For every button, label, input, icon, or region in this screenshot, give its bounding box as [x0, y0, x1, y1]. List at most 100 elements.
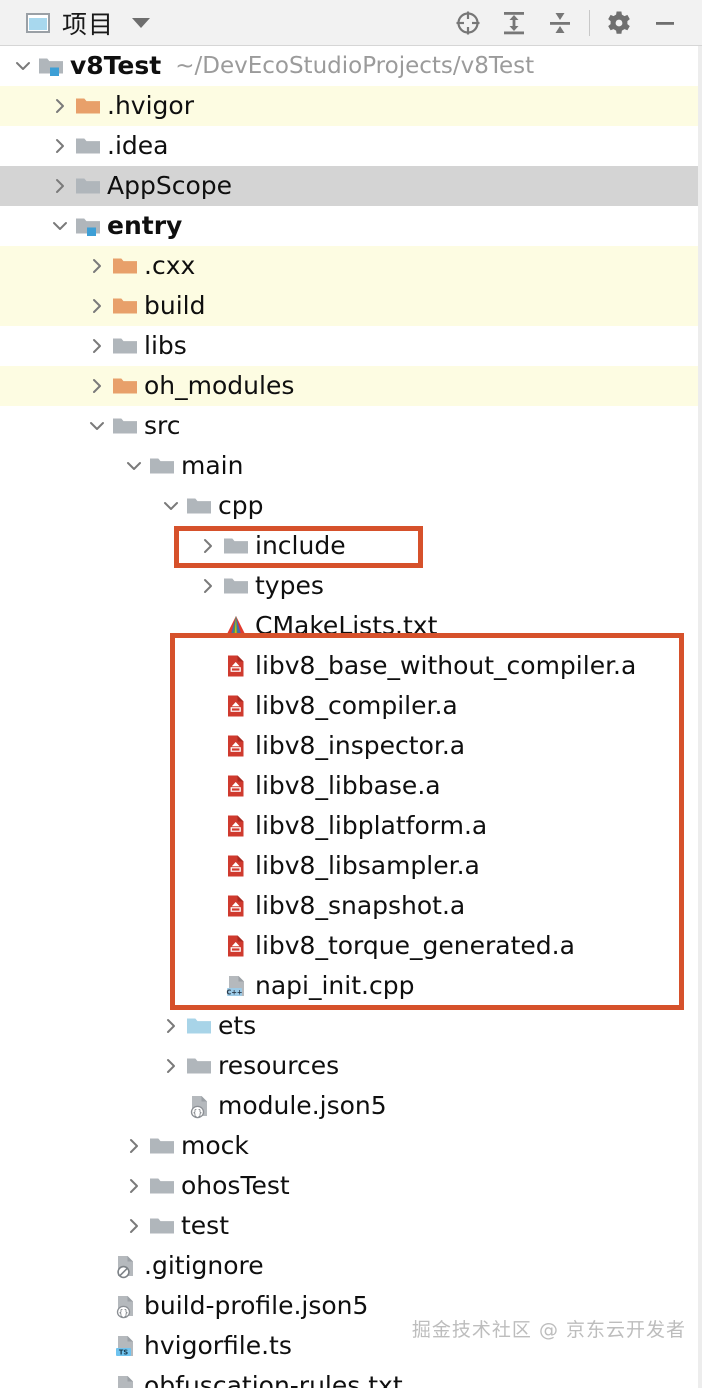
tree-row[interactable]: v8Test~/DevEcoStudioProjects/v8Test: [0, 46, 702, 86]
tree-row-label: AppScope: [107, 171, 232, 200]
tree-row[interactable]: cpp: [0, 486, 702, 526]
folder-gray-icon: [147, 452, 177, 480]
chevron-right-icon[interactable]: [84, 366, 110, 406]
tree-row[interactable]: .gitignore: [0, 1246, 702, 1286]
tree-row[interactable]: libv8_torque_generated.a: [0, 926, 702, 966]
tree-row[interactable]: obfuscation-rules.txt: [0, 1366, 702, 1388]
cmake-file-icon: [221, 612, 251, 640]
ts-file-icon: TS: [110, 1332, 140, 1360]
module-folder-icon: [73, 212, 103, 240]
tree-row-label: ets: [218, 1011, 257, 1040]
watermark-text: 掘金技术社区 @ 京东云开发者: [411, 1319, 686, 1341]
chevron-right-icon[interactable]: [121, 1166, 147, 1206]
select-opened-file-icon[interactable]: [445, 0, 491, 46]
chevron-right-icon[interactable]: [47, 86, 73, 126]
project-file-tree[interactable]: v8Test~/DevEcoStudioProjects/v8Test .hvig…: [0, 46, 702, 1388]
tree-row[interactable]: build: [0, 286, 702, 326]
tree-row[interactable]: libv8_libbase.a: [0, 766, 702, 806]
chevron-right-icon[interactable]: [84, 286, 110, 326]
tree-row[interactable]: oh_modules: [0, 366, 702, 406]
chevron-right-icon[interactable]: [195, 526, 221, 566]
chevron-right-icon[interactable]: [84, 246, 110, 286]
project-panel-icon: [26, 12, 50, 33]
folder-orange-icon: [110, 292, 140, 320]
chevron-right-icon[interactable]: [121, 1126, 147, 1166]
tree-row[interactable]: libv8_snapshot.a: [0, 886, 702, 926]
chevron-down-icon[interactable]: [84, 406, 110, 446]
tree-row-label: .cxx: [144, 251, 196, 280]
archive-file-icon: [221, 932, 251, 960]
tree-row[interactable]: test: [0, 1206, 702, 1246]
tree-row[interactable]: {} module.json5: [0, 1086, 702, 1126]
tree-row-label: .hvigor: [107, 91, 194, 120]
tree-row-label: types: [255, 571, 324, 600]
tree-row[interactable]: main: [0, 446, 702, 486]
chevron-right-icon[interactable]: [121, 1206, 147, 1246]
tree-row-label: libv8_libbase.a: [255, 771, 441, 800]
chevron-right-icon[interactable]: [158, 1046, 184, 1086]
chevron-right-icon[interactable]: [195, 566, 221, 606]
chevron-right-icon[interactable]: [84, 326, 110, 366]
chevron-down-icon[interactable]: [132, 17, 151, 28]
tree-row[interactable]: libs: [0, 326, 702, 366]
folder-gray-icon: [147, 1212, 177, 1240]
tree-row-label: module.json5: [218, 1091, 387, 1120]
tree-row[interactable]: libv8_inspector.a: [0, 726, 702, 766]
tree-row[interactable]: libv8_base_without_compiler.a: [0, 646, 702, 686]
tree-row-label: libv8_libsampler.a: [255, 851, 480, 880]
tree-row-label: .idea: [107, 131, 169, 160]
tree-row[interactable]: .hvigor: [0, 86, 702, 126]
archive-file-icon: [221, 892, 251, 920]
tree-row[interactable]: resources: [0, 1046, 702, 1086]
tree-row[interactable]: include: [0, 526, 702, 566]
folder-gray-icon: [73, 132, 103, 160]
folder-gray-icon: [110, 412, 140, 440]
tree-row-label: test: [181, 1211, 230, 1240]
text-file-icon: [110, 1372, 140, 1388]
tree-row[interactable]: src: [0, 406, 702, 446]
svg-text:TS: TS: [119, 1348, 128, 1356]
chevron-right-icon[interactable]: [47, 126, 73, 166]
svg-text:C++: C++: [227, 988, 243, 996]
tree-row[interactable]: libv8_libsampler.a: [0, 846, 702, 886]
tree-row-label: hvigorfile.ts: [144, 1331, 292, 1360]
tree-row[interactable]: libv8_libplatform.a: [0, 806, 702, 846]
tree-row[interactable]: C++ napi_init.cpp: [0, 966, 702, 1006]
tree-row[interactable]: TS hvigorfile.ts: [0, 1326, 702, 1366]
settings-gear-icon[interactable]: [596, 0, 642, 46]
tree-row[interactable]: libv8_compiler.a: [0, 686, 702, 726]
chevron-down-icon[interactable]: [121, 446, 147, 486]
chevron-down-icon[interactable]: [158, 486, 184, 526]
project-toolbar: 项目: [0, 0, 702, 46]
chevron-down-icon[interactable]: [10, 46, 36, 86]
expand-all-icon[interactable]: [491, 0, 537, 46]
tree-row-label: napi_init.cpp: [255, 971, 415, 1000]
svg-text:{}: {}: [192, 1108, 202, 1117]
tree-row[interactable]: entry: [0, 206, 702, 246]
tree-row[interactable]: ets: [0, 1006, 702, 1046]
chevron-right-icon[interactable]: [47, 166, 73, 206]
tree-row-label: v8Test: [70, 51, 162, 80]
tree-row[interactable]: CMakeLists.txt: [0, 606, 702, 646]
tree-row-label: CMakeLists.txt: [255, 611, 438, 640]
tree-row-label: main: [181, 451, 244, 480]
tree-row[interactable]: mock: [0, 1126, 702, 1166]
tree-row-label: libs: [144, 331, 187, 360]
chevron-right-icon[interactable]: [158, 1006, 184, 1046]
tree-row[interactable]: .cxx: [0, 246, 702, 286]
tree-row[interactable]: ohosTest: [0, 1166, 702, 1206]
module-folder-icon: [36, 52, 66, 80]
tree-row[interactable]: {}build-profile.json5: [0, 1286, 702, 1326]
folder-orange-icon: [110, 372, 140, 400]
tree-row[interactable]: AppScope: [0, 166, 702, 206]
panel-title: 项目: [62, 9, 115, 39]
archive-file-icon: [221, 732, 251, 760]
tree-row[interactable]: .idea: [0, 126, 702, 166]
tree-row[interactable]: types: [0, 566, 702, 606]
scroll-edge[interactable]: [698, 46, 702, 1388]
chevron-down-icon[interactable]: [47, 206, 73, 246]
tree-row-label: ohosTest: [181, 1171, 290, 1200]
minimize-icon[interactable]: [642, 0, 688, 46]
collapse-all-icon[interactable]: [537, 0, 583, 46]
